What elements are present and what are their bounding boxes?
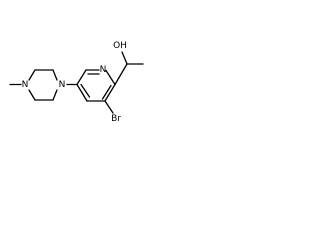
- atom-label-piperazine-n-methyl: N: [22, 80, 29, 90]
- bond-pip-n4-c-lower: [28, 89, 36, 101]
- bond-ring-c2-c3: [104, 83, 116, 102]
- bond-pip-c-n4-upper: [28, 69, 36, 81]
- bond-ring-c5-c6: [76, 69, 87, 86]
- molecule-structure: OH N Br N N: [9, 41, 144, 124]
- bond-ring-n-c2: [105, 69, 116, 86]
- atom-label-hydroxyl: OH: [113, 41, 127, 51]
- atom-label-pyridine-nitrogen: N: [100, 65, 107, 75]
- bond-c2-chiral: [114, 63, 128, 86]
- bond-ring-c3-c3-double: [101, 84, 112, 100]
- bond-pip-c-n1-lower: [52, 89, 58, 101]
- bond-pip-n1-c-upper: [52, 69, 58, 81]
- bond-ring-c4-c5: [76, 83, 88, 102]
- bond-chiral-hydroxyl: [121, 51, 128, 65]
- atom-label-piperazine-n-aryl: N: [59, 80, 66, 90]
- bond-c3-bromine: [104, 100, 114, 114]
- atom-label-bromine: Br: [111, 114, 121, 124]
- bond-ring-c5-c5-double: [80, 83, 91, 98]
